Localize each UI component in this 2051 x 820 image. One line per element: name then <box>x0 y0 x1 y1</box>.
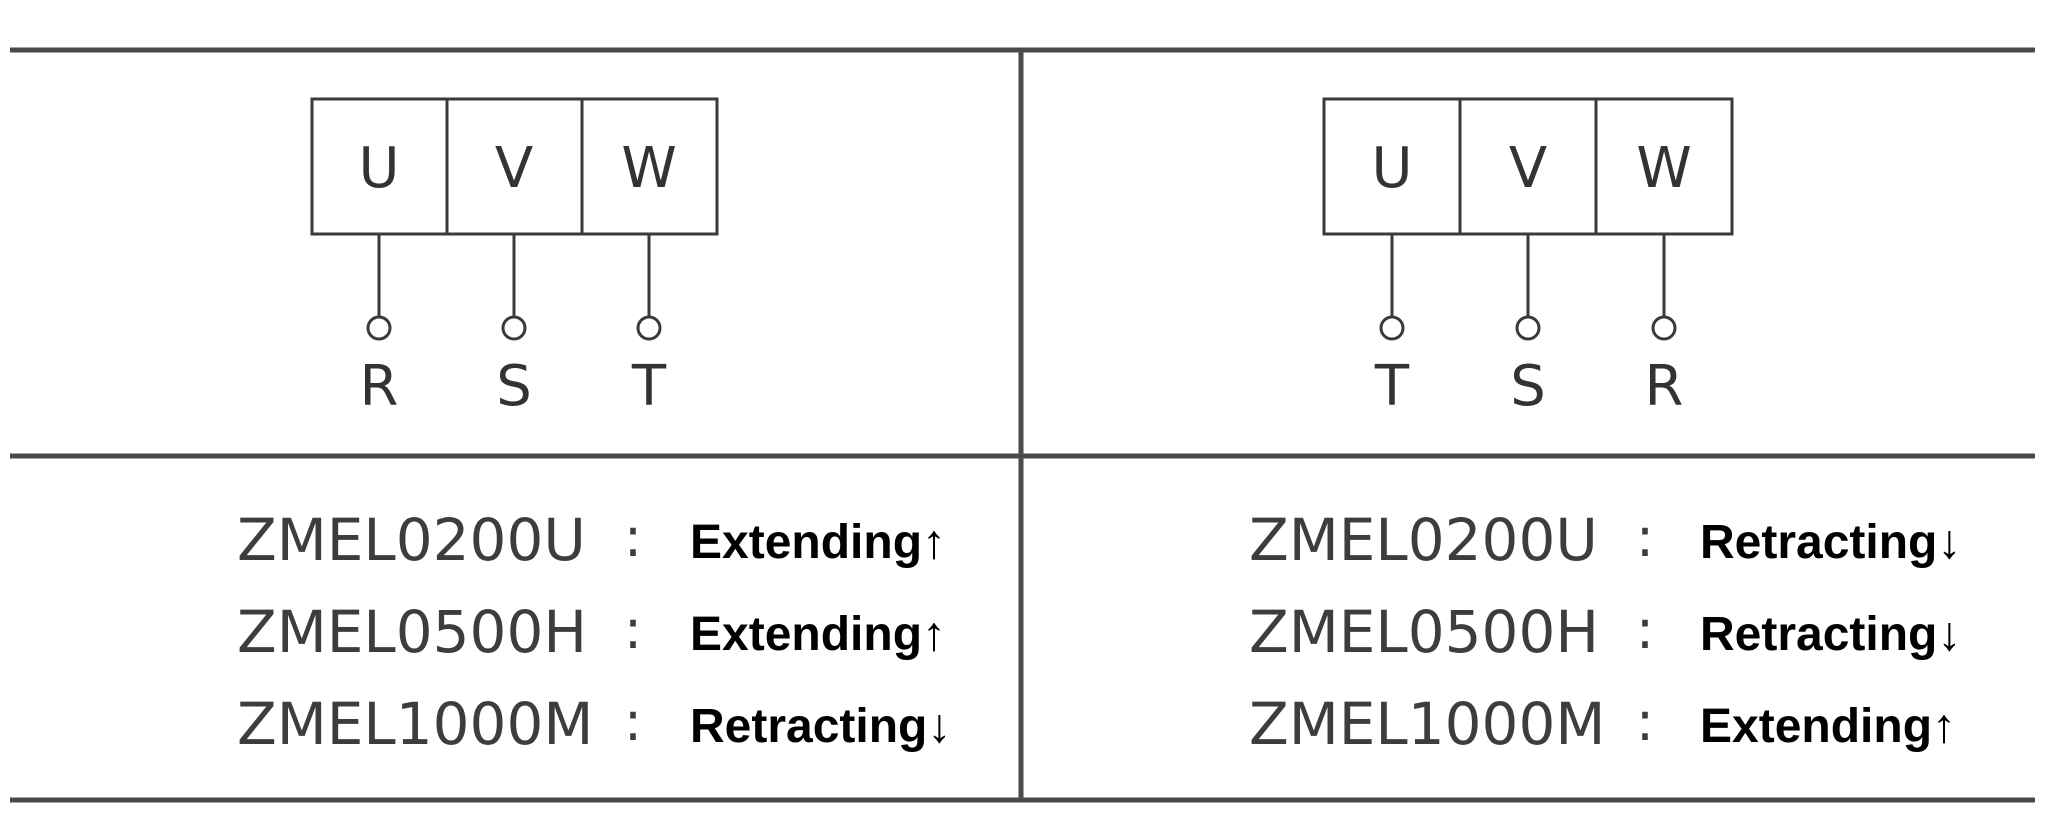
terminal-box-u <box>310 97 449 236</box>
model-name: ZMEL0200U <box>1249 506 1598 574</box>
separator: : <box>1636 690 1654 753</box>
supply-terminal-label: T <box>631 354 667 419</box>
separator: : <box>624 690 642 753</box>
terminal-box-v <box>1458 97 1598 236</box>
motor-terminal-label: U <box>1372 136 1413 201</box>
motion-direction: Extending↑ <box>690 608 946 661</box>
supply-terminal-circle <box>1379 315 1405 341</box>
motor-terminal-label: W <box>1636 136 1691 201</box>
left-model-list: ZMEL0200U : Extending↑ ZMEL0500H : Exten… <box>237 506 951 758</box>
motion-direction: Retracting↓ <box>1700 516 1961 569</box>
separator: : <box>624 506 642 569</box>
supply-terminal-label: S <box>1510 354 1546 419</box>
motion-direction: Retracting↓ <box>690 700 951 753</box>
supply-terminal-label: R <box>360 354 399 419</box>
motor-terminal-label: U <box>359 136 400 201</box>
model-name: ZMEL0200U <box>237 506 586 574</box>
supply-terminal-label: R <box>1645 354 1684 419</box>
separator: : <box>1636 506 1654 569</box>
motion-direction: Extending↑ <box>1700 700 1956 753</box>
terminal-box-u <box>1322 97 1462 236</box>
supply-terminal-circle <box>636 315 662 341</box>
model-name: ZMEL1000M <box>1249 690 1605 758</box>
model-name: ZMEL0500H <box>1249 598 1599 666</box>
supply-terminal-circle <box>1515 315 1541 341</box>
right-model-list: ZMEL0200U : Retracting↓ ZMEL0500H : Retr… <box>1249 506 1961 758</box>
terminal-box-w <box>1594 97 1734 236</box>
supply-terminal-label: S <box>496 354 532 419</box>
left-terminal-block: U V W R S T <box>310 97 719 419</box>
supply-terminal-circle <box>1651 315 1677 341</box>
right-terminal-block: U V W T S R <box>1322 97 1734 419</box>
supply-terminal-circle <box>501 315 527 341</box>
separator: : <box>624 598 642 661</box>
model-name: ZMEL0500H <box>237 598 587 666</box>
supply-terminal-label: T <box>1374 354 1410 419</box>
motor-terminal-label: W <box>621 136 676 201</box>
motor-terminal-label: V <box>1509 136 1547 201</box>
supply-terminal-circle <box>366 315 392 341</box>
motor-terminal-label: V <box>495 136 533 201</box>
motion-direction: Retracting↓ <box>1700 608 1961 661</box>
model-name: ZMEL1000M <box>237 690 593 758</box>
terminal-box-w <box>580 97 719 236</box>
motion-direction: Extending↑ <box>690 516 946 569</box>
separator: : <box>1636 598 1654 661</box>
